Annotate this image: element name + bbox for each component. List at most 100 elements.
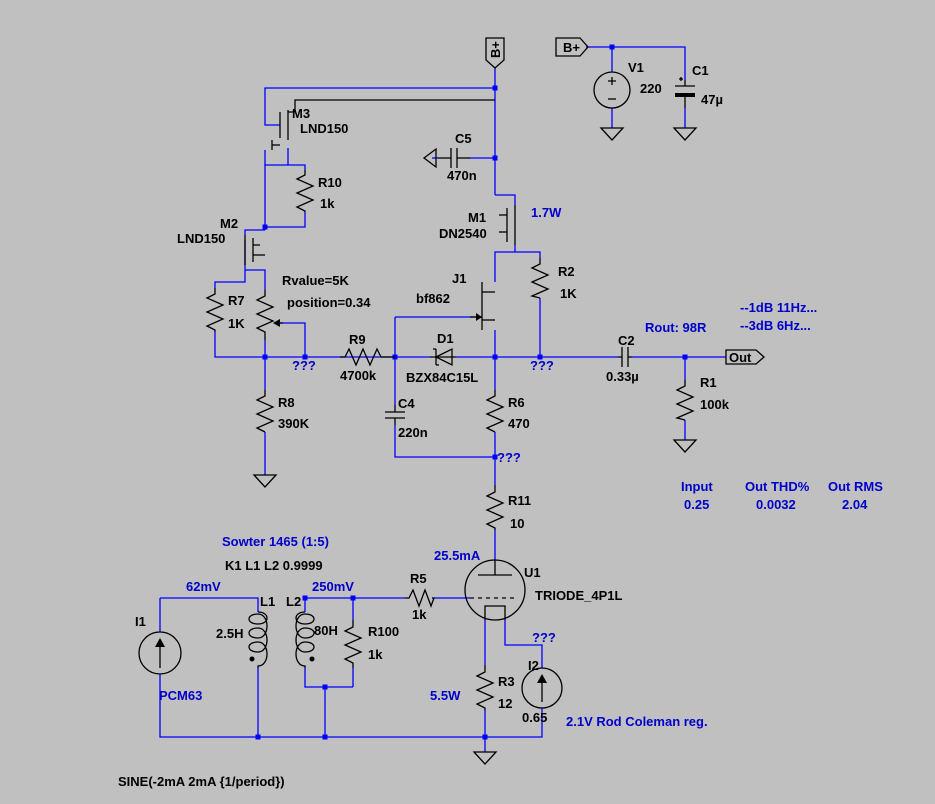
c1-capacitor (675, 77, 695, 108)
r9-value: 4700k (340, 368, 377, 383)
m3-value: LND150 (300, 121, 348, 136)
junctions (255, 44, 688, 740)
sine-directive: SINE(-2mA 2mA {1/period}) (118, 774, 285, 789)
freq-3db-annotation: --3dB 6Hz... (740, 318, 811, 333)
r100-ref: R100 (368, 624, 399, 639)
r8-value: 390K (278, 416, 310, 431)
r2-value: 1K (560, 286, 577, 301)
r100-value: 1k (368, 647, 383, 662)
r6-resistor (485, 390, 505, 433)
measure-thd-value: 0.0032 (756, 497, 796, 512)
r3-ref: R3 (498, 674, 515, 689)
pot-rvalue: Rvalue=5K (282, 273, 349, 288)
m3-mosfet (271, 99, 495, 150)
d1-diode (430, 347, 456, 367)
r2-ref: R2 (558, 264, 575, 279)
c4-ref: C4 (398, 396, 415, 411)
u1-triode (464, 559, 526, 621)
r10-resistor (295, 170, 315, 212)
r7-value: 1K (228, 316, 245, 331)
c5-capacitor (422, 147, 470, 169)
r5-resistor (405, 588, 435, 608)
r2-resistor (529, 258, 550, 299)
r100-resistor (343, 620, 363, 668)
potentiometer (255, 290, 283, 340)
l1-inductor (248, 611, 268, 668)
m2-mosfet (244, 235, 265, 265)
i2-ref: I2 (528, 658, 539, 673)
r3-power: 5.5W (430, 688, 461, 703)
r7-resistor (205, 288, 225, 332)
measure-rms-value: 2.04 (842, 497, 868, 512)
pot-position: position=0.34 (287, 295, 371, 310)
l2-ref: L2 (286, 594, 301, 609)
bplus-supply-label: B+ (563, 40, 580, 55)
c4-capacitor (385, 405, 405, 425)
m1-ref: M1 (468, 210, 486, 225)
c5-ref: C5 (455, 131, 472, 146)
m1-mosfet (499, 205, 516, 245)
r8-ref: R8 (278, 395, 295, 410)
v1-voltage-source (593, 71, 631, 109)
out-flag (725, 349, 765, 365)
i1-ref: I1 (135, 614, 146, 629)
d1-value: BZX84C15L (406, 370, 478, 385)
measure-thd-header: Out THD% (745, 479, 810, 494)
m3-ref: M3 (292, 106, 310, 121)
r9-resistor (340, 347, 395, 367)
tube-current: 25.5mA (434, 548, 481, 563)
m2-value: LND150 (177, 231, 225, 246)
d1-ref: D1 (437, 331, 454, 346)
l2-value: 80H (314, 623, 338, 638)
m2-ref: M2 (220, 216, 238, 231)
r10-ref: R10 (318, 175, 342, 190)
l2-inductor (295, 611, 315, 668)
r3-value: 12 (498, 696, 512, 711)
u1-ref: U1 (524, 565, 541, 580)
rout-annotation: Rout: 98R (645, 320, 707, 335)
wires (159, 46, 726, 752)
i2-value: 0.65 (522, 710, 547, 725)
j1-jfet (470, 282, 495, 330)
r7-ref: R7 (228, 293, 245, 308)
measure-input-value: 0.25 (684, 497, 709, 512)
i1-current-source (138, 631, 182, 675)
r1-value: 100k (700, 397, 730, 412)
i1-value: PCM63 (159, 688, 202, 703)
measurement-table: Input 0.25 Out THD% 0.0032 Out RMS 2.04 (681, 479, 883, 512)
bplus-top-label: B+ (488, 41, 503, 58)
r3-resistor (475, 665, 495, 710)
out-label: Out (729, 350, 752, 365)
r6-value: 470 (508, 416, 530, 431)
freq-1db-annotation: --1dB 11Hz... (740, 300, 817, 315)
v1-value: 220 (640, 81, 662, 96)
bplus-flag-top (485, 37, 505, 69)
r9-ref: R9 (349, 332, 366, 347)
secondary-voltage: 250mV (312, 579, 354, 594)
probe-unknown-r6: ??? (497, 450, 521, 465)
j1-value: bf862 (416, 291, 450, 306)
primary-voltage: 62mV (186, 579, 221, 594)
measure-rms-header: Out RMS (828, 479, 883, 494)
l1-ref: L1 (260, 594, 275, 609)
probe-unknown-cathode: ??? (532, 630, 556, 645)
r6-ref: R6 (508, 395, 525, 410)
c4-value: 220n (398, 425, 428, 440)
j1-ref: J1 (452, 271, 466, 286)
sowter-label: Sowter 1465 (1:5) (222, 534, 329, 549)
i2-note: 2.1V Rod Coleman reg. (566, 714, 708, 729)
r8-resistor (255, 390, 275, 433)
c2-ref: C2 (618, 333, 635, 348)
m1-power: 1.7W (531, 205, 562, 220)
c5-value: 470n (447, 168, 477, 183)
measure-input-header: Input (681, 479, 713, 494)
m1-value: DN2540 (439, 226, 487, 241)
l1-value: 2.5H (216, 626, 243, 641)
r5-value: 1k (412, 607, 427, 622)
r11-resistor (485, 485, 505, 530)
probe-unknown-pot: ??? (292, 358, 316, 373)
coupling-label: K1 L1 L2 0.9999 (225, 558, 323, 573)
r11-value: 10 (510, 516, 524, 531)
i2-current-source (521, 667, 563, 709)
r10-value: 1k (320, 196, 335, 211)
